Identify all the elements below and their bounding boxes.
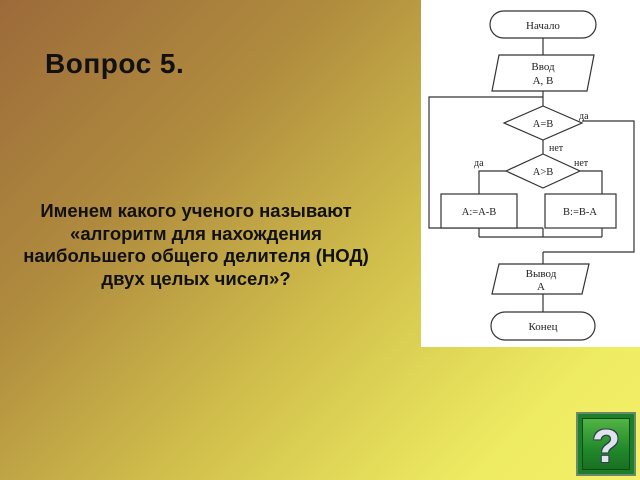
no-branch-line [580, 170, 603, 194]
cond-equal-label: A=B [533, 119, 554, 130]
yes-exit-line [543, 120, 635, 253]
output-parallelogram [491, 263, 590, 295]
help-button[interactable]: ? [576, 412, 636, 476]
question-text: Именем какого ученого называют «алгоритм… [23, 200, 369, 289]
equal-decision [502, 105, 584, 141]
assign-b-label: B:=B-A [563, 207, 597, 218]
assign-b-box [544, 193, 617, 229]
end-terminal [490, 311, 596, 341]
output-label-line2: A [537, 281, 545, 293]
no-label-2: нет [574, 158, 589, 169]
slide-title: Вопрос 5. [45, 48, 185, 79]
yes-branch-line [478, 170, 506, 194]
cond-greater-label: A>B [533, 167, 554, 178]
input-label-line2: A, B [533, 75, 554, 87]
question-mark-icon: ? [591, 420, 621, 472]
assign-a-label: A:=A-B [462, 207, 497, 218]
yes-label-1: да [579, 111, 589, 122]
input-parallelogram [491, 54, 595, 92]
input-label-line1: Ввод [531, 61, 555, 73]
flowchart-diagram: Начало Ввод A, B A=B A>B да нет да нет A… [428, 10, 635, 341]
flowchart-panel: Начало Ввод A, B A=B A>B да нет да нет A… [421, 0, 640, 347]
end-label: Конец [529, 321, 558, 333]
no-label-1: нет [549, 143, 564, 154]
start-label: Начало [526, 20, 560, 32]
help-button-face: ? [582, 418, 630, 472]
greater-decision [504, 153, 582, 189]
start-terminal [489, 10, 597, 39]
output-label-line1: Вывод [526, 268, 557, 280]
assign-a-box [440, 193, 518, 229]
yes-label-2: да [474, 158, 484, 169]
